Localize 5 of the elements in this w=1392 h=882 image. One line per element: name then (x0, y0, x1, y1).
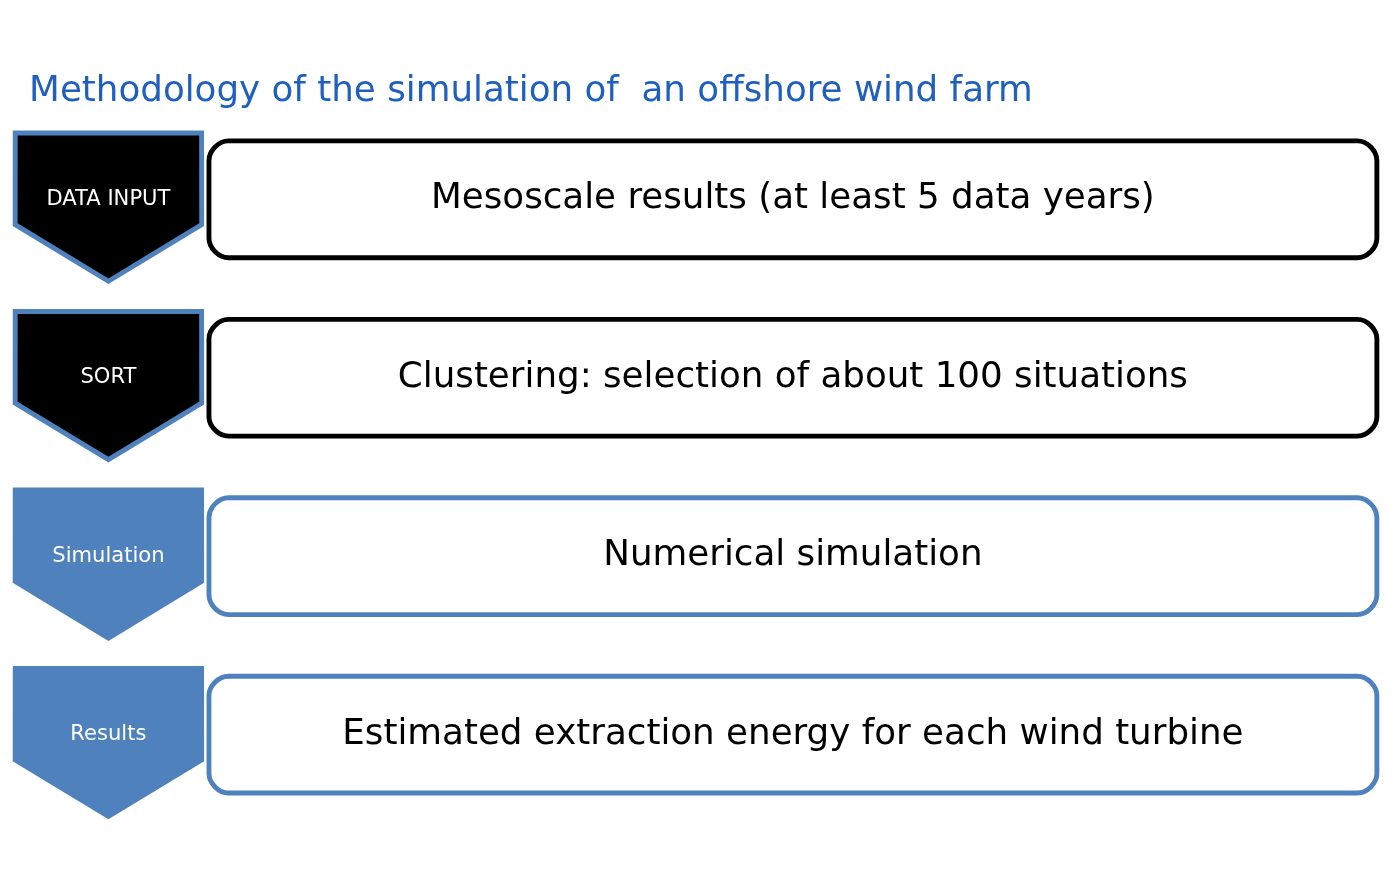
node-box: Estimated extraction energy for each wind turbine (206, 673, 1380, 796)
diagram-title: Methodology of the simulation of an offshore wind farm (29, 67, 1033, 109)
node-box: Mesoscale results (at least 5 data years) (206, 138, 1380, 261)
node-box: Clustering: selection of about 100 situations (206, 316, 1380, 439)
node-box: Numerical simulation (206, 495, 1380, 617)
